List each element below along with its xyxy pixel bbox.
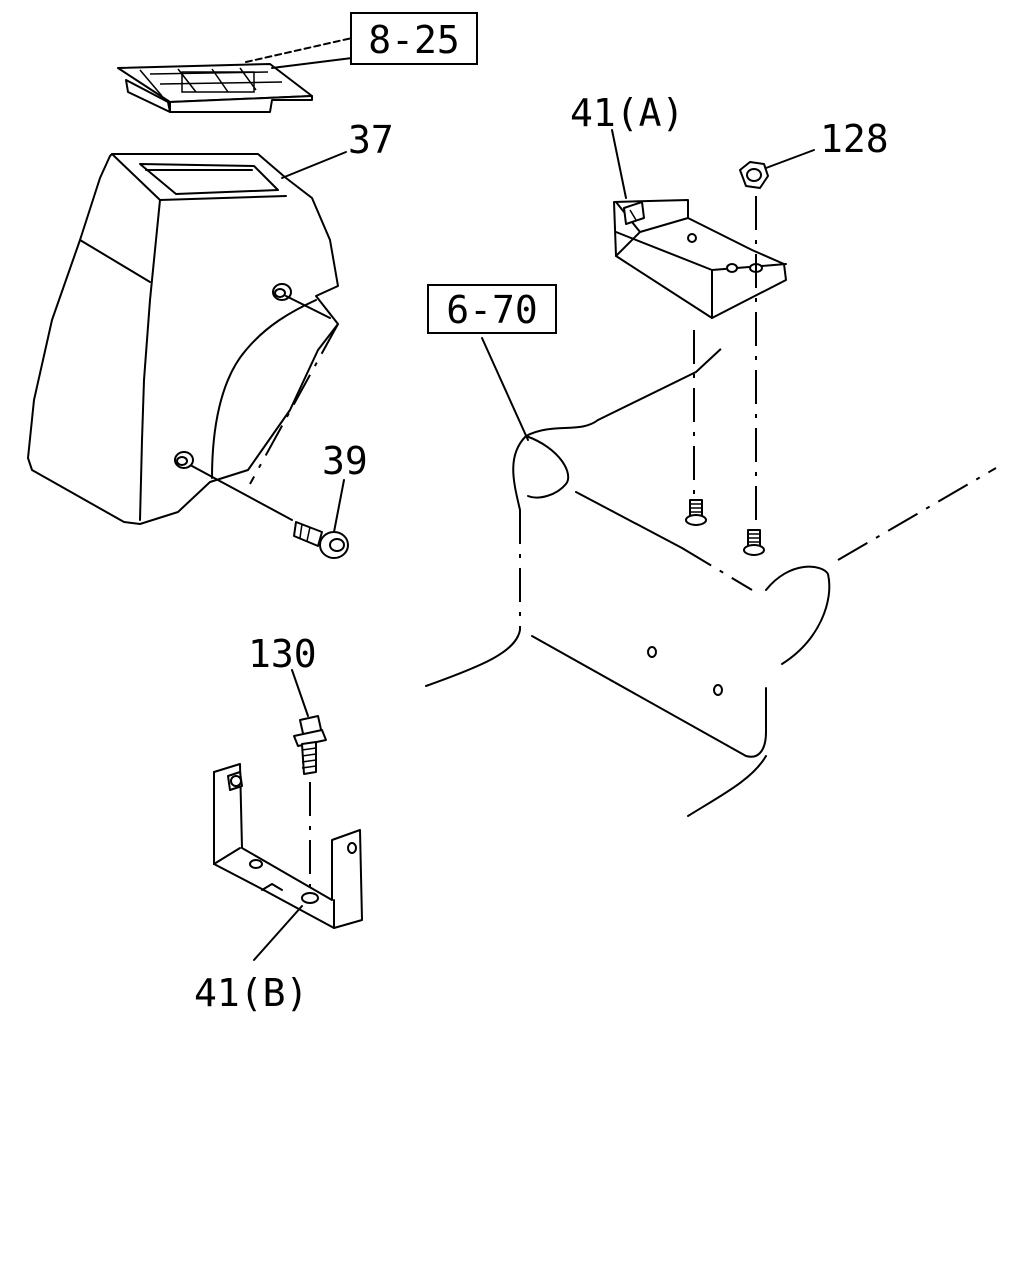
callout-41b-text: 41(B)	[194, 971, 308, 1015]
callout-8-25: 8-25	[350, 12, 478, 65]
screw-part-39	[293, 479, 349, 559]
nut-part-128	[739, 149, 815, 520]
cover-part-37	[27, 151, 347, 525]
bolt-part-130	[291, 669, 327, 890]
grille-panel-8-25	[117, 37, 353, 113]
bracket-part-41a	[611, 129, 787, 319]
callout-37-text: 37	[348, 118, 394, 162]
bracket-part-41b	[213, 763, 363, 961]
callout-128-text: 128	[820, 117, 889, 161]
frame-part-6-70	[425, 330, 997, 817]
callout-8-25-text: 8-25	[368, 18, 460, 62]
callout-130-text: 130	[248, 632, 317, 676]
callout-39-text: 39	[322, 439, 368, 483]
callout-41a-text: 41(A)	[570, 91, 684, 135]
callout-6-70-text: 6-70	[446, 288, 538, 332]
callout-6-70: 6-70	[427, 284, 557, 334]
